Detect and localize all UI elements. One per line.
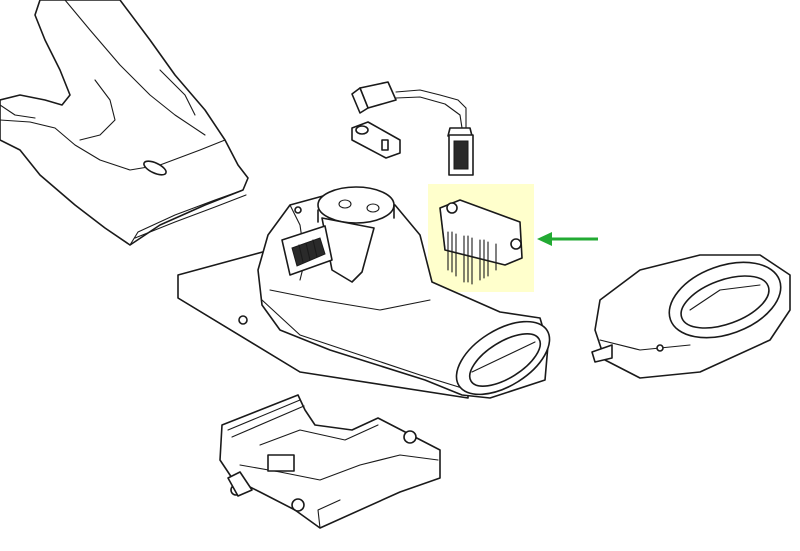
lower-cover-part [219,394,441,529]
pointer-arrow [537,232,598,246]
blower-motor-housing-part [177,186,551,399]
wiring-harness-part [351,81,474,176]
outlet-duct-part [591,254,791,379]
blower-resistor-part [439,199,523,285]
mounting-bracket-part [351,121,401,159]
air-duct-part [0,0,249,246]
